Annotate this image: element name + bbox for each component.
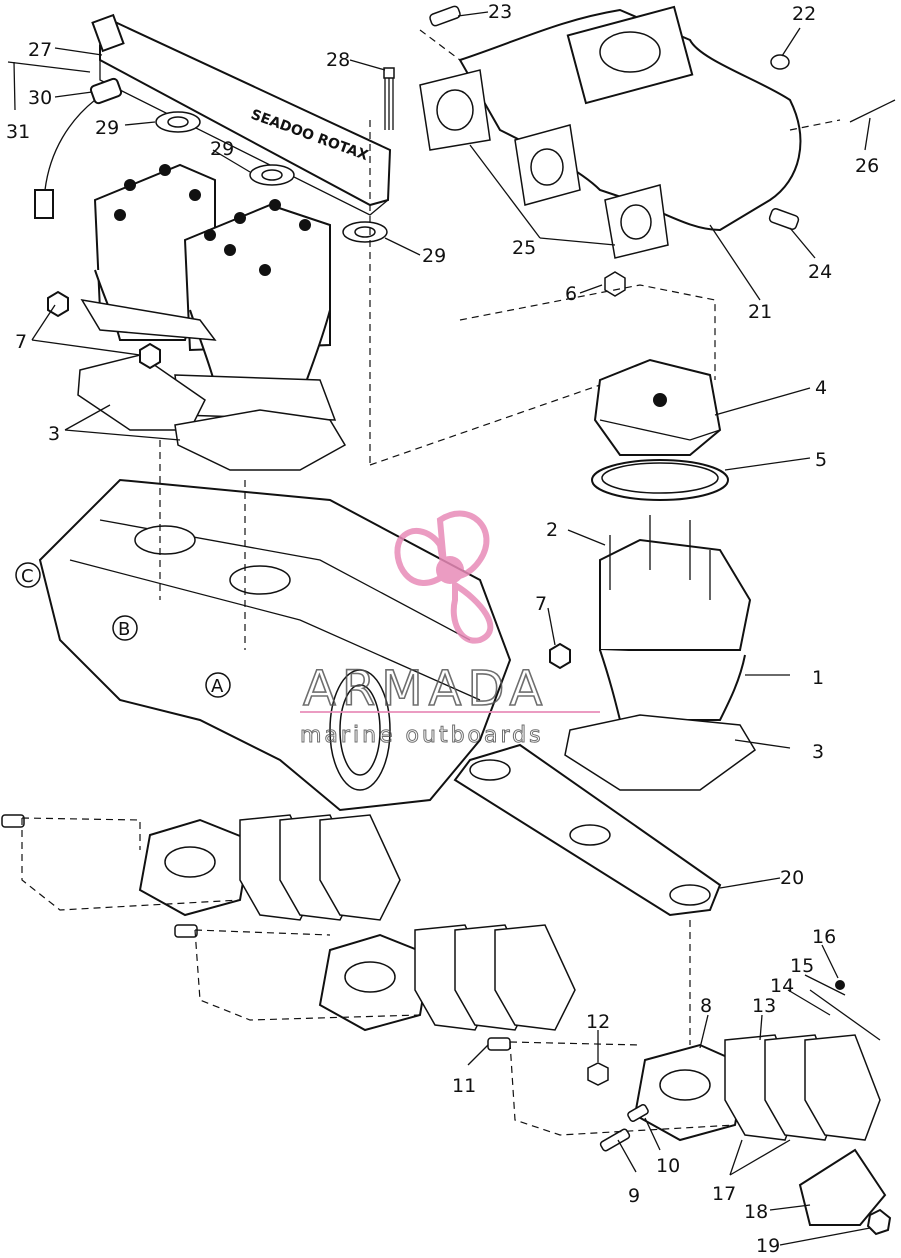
- part-label-25: 25: [512, 237, 536, 259]
- watermark-tagline: marine outboards: [300, 723, 544, 748]
- part-label-14: 14: [770, 975, 794, 997]
- part-label-26: 26: [855, 155, 879, 177]
- bracket: [798, 1148, 892, 1236]
- part-label-21: 21: [748, 301, 772, 323]
- section-marker-b: B: [118, 619, 130, 640]
- part-label-29-c: 29: [422, 245, 446, 267]
- part-label-20: 20: [780, 867, 804, 889]
- part-label-18: 18: [744, 1201, 768, 1223]
- propeller-logo: [394, 510, 494, 644]
- part-label-23: 23: [488, 1, 512, 23]
- section-marker-b-circle: [112, 615, 138, 641]
- part-label-4: 4: [815, 377, 827, 399]
- manifold-bolt: [383, 67, 395, 130]
- section-marker-a-circle: [205, 672, 231, 698]
- part-labels: 1 2 3 3 4 5 6 7 7 8 9 10 11 12 13 14 15 …: [6, 1, 879, 1257]
- cylinder-nuts: [47, 290, 571, 670]
- exhaust-gaskets: [419, 69, 669, 259]
- part-label-1: 1: [812, 667, 824, 689]
- twin-cylinder-assembly: [80, 163, 337, 421]
- part-label-22: 22: [792, 3, 816, 25]
- part-label-12: 12: [586, 1011, 610, 1033]
- part-label-31: 31: [6, 121, 30, 143]
- part-label-11: 11: [452, 1075, 476, 1097]
- part-label-3-bottom: 3: [812, 741, 824, 763]
- part-label-19: 19: [756, 1235, 780, 1254]
- part-label-29-b: 29: [210, 138, 234, 160]
- part-label-2: 2: [546, 519, 558, 541]
- intake-plate: [453, 743, 722, 917]
- cylinder-head: [593, 271, 722, 456]
- section-marker-c-circle: [15, 562, 41, 588]
- single-cylinder: [599, 515, 752, 721]
- cylinder-base-gasket: [564, 714, 756, 791]
- exhaust-hardware: [429, 5, 896, 230]
- watermark-brand: ARMADA: [303, 661, 548, 717]
- part-label-3-top: 3: [48, 423, 60, 445]
- head-gasket: [591, 459, 729, 501]
- part-label-10: 10: [656, 1155, 680, 1177]
- exhaust-pipe: [458, 5, 802, 232]
- part-label-28: 28: [326, 49, 350, 71]
- fittings: [1, 814, 649, 1152]
- exhaust-manifold: SEADOO ROTAX: [91, 13, 392, 216]
- part-label-29-a: 29: [95, 117, 119, 139]
- part-label-9: 9: [628, 1185, 640, 1207]
- crankcase: [38, 478, 512, 812]
- part-label-7-right: 7: [535, 593, 547, 615]
- reed-valve-assembly-1: [138, 814, 401, 921]
- manifold-gaskets: [155, 111, 388, 243]
- reed-valve-assembly-2: [318, 924, 576, 1032]
- section-marker-a: A: [211, 676, 224, 697]
- part-label-24: 24: [808, 261, 832, 283]
- watermark: ARMADA marine outboards: [300, 510, 600, 749]
- part-label-17: 17: [712, 1183, 736, 1205]
- reed-valve-assembly-3: [633, 980, 881, 1142]
- part-label-7-top: 7: [15, 331, 27, 353]
- alignment-lines: [21, 29, 841, 1136]
- part-label-6: 6: [565, 283, 577, 305]
- temperature-sensor: [7, 61, 123, 219]
- base-gaskets-top: [77, 354, 347, 471]
- leader-lines: [13, 11, 871, 1246]
- part-label-15: 15: [790, 955, 814, 977]
- part-label-13: 13: [752, 995, 776, 1017]
- section-markers: A B C: [15, 562, 231, 698]
- part-label-16: 16: [812, 926, 836, 948]
- part-label-5: 5: [815, 449, 827, 471]
- section-marker-c: C: [21, 566, 34, 587]
- part-label-8: 8: [700, 995, 712, 1017]
- part-label-27: 27: [28, 39, 52, 61]
- part-label-30: 30: [28, 87, 52, 109]
